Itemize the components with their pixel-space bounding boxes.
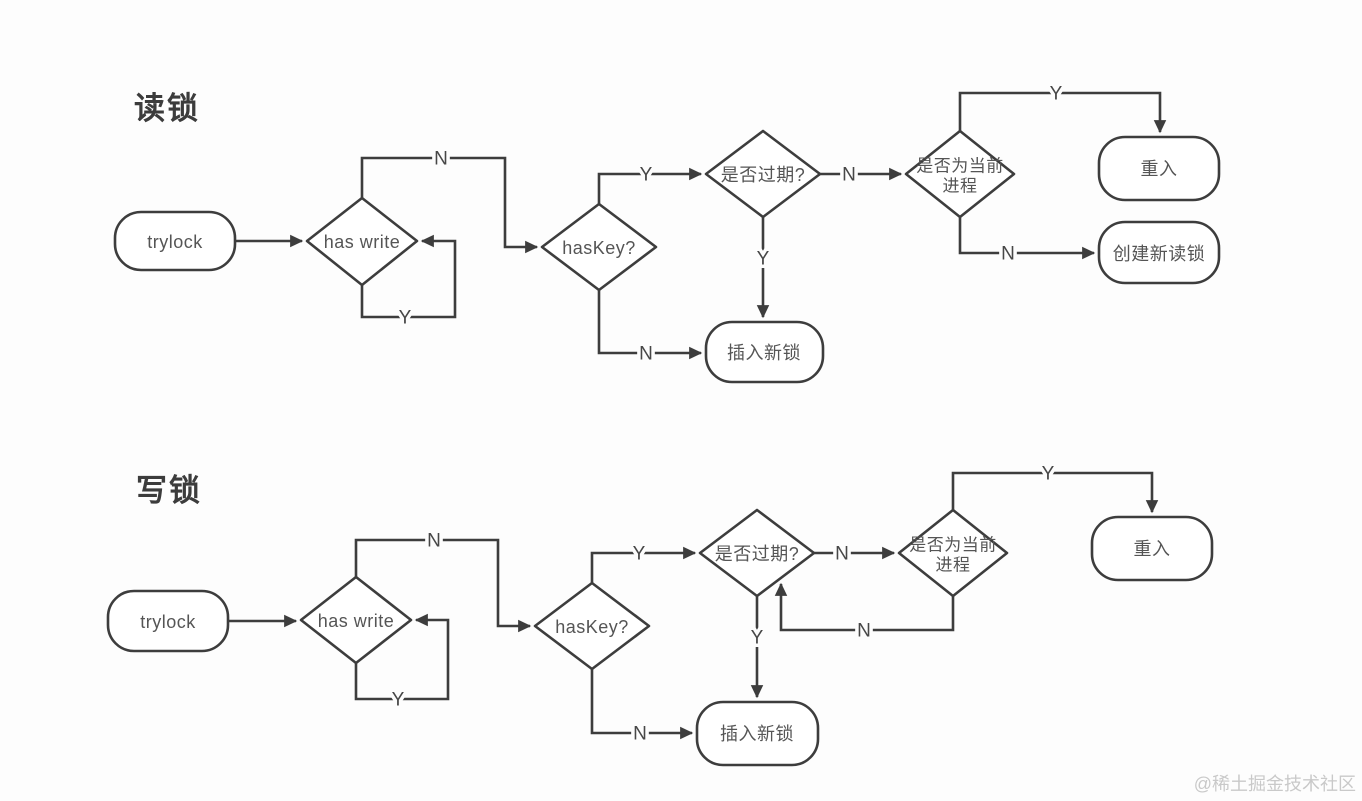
node-trylock (113, 210, 237, 272)
node-insert-new-lock (695, 700, 820, 767)
node-reenter (1090, 515, 1214, 582)
edge-current-y-to-reenter (958, 91, 1167, 134)
is-current-process-label-line1: 是否为当前 (916, 157, 1004, 176)
edge-label-expired-y: Y (757, 249, 770, 270)
edge-label-haswrite-loop-y: Y (399, 308, 412, 329)
is-current-process-label-line1: 是否为当前 (909, 536, 997, 555)
edge-label-haswrite-n: N (434, 149, 448, 170)
edge-label-expired-n: N (835, 544, 849, 565)
edge-current-y-to-reenter (951, 471, 1159, 514)
node-reenter (1097, 135, 1221, 202)
edge-haswrite-y-loop (360, 234, 457, 319)
has-write-label: has write (318, 611, 395, 631)
edge-label-current-n: N (857, 621, 871, 642)
edge-label-expired-y: Y (751, 628, 764, 649)
write-lock-flowchart: 写锁 trylock has write hasKey? 是否过期? 是否为当前… (106, 460, 1214, 767)
read-lock-flowchart: 读锁 trylock has write hasKey? 是否过期? 是否为当前… (113, 80, 1221, 384)
node-haskey-decision (533, 581, 651, 671)
create-new-read-lock-label: 创建新读锁 (1113, 244, 1206, 264)
edge-label-haswrite-loop-y: Y (392, 690, 405, 711)
insert-new-lock-label: 插入新锁 (720, 724, 794, 744)
edge-haskey-y-to-expired (597, 167, 703, 204)
edge-label-haskey-y: Y (640, 165, 653, 186)
edge-label-current-n: N (1001, 244, 1015, 265)
node-haskey-decision (540, 202, 658, 292)
edge-label-haswrite-n: N (427, 531, 441, 552)
edge-haskey-n-to-insert (597, 290, 703, 360)
edge-haswrite-y-loop (354, 613, 450, 701)
node-has-write-decision (299, 575, 413, 665)
edge-current-n-to-create (958, 217, 1096, 260)
node-insert-new-lock (704, 320, 825, 384)
node-is-current-process-decision (904, 129, 1016, 219)
node-create-new-read-lock (1097, 220, 1221, 285)
watermark-text: @稀土掘金技术社区 (1194, 774, 1356, 794)
node-trylock (106, 589, 230, 653)
reenter-label: 重入 (1134, 539, 1171, 559)
is-expired-label: 是否过期? (721, 165, 806, 185)
edge-label-expired-n: N (842, 165, 856, 186)
trylock-label: trylock (140, 612, 196, 632)
edge-label-haskey-y: Y (633, 544, 646, 565)
node-has-write-decision (305, 196, 419, 287)
edge-current-n-loop-to-expired (774, 582, 955, 632)
edge-haswrite-n-to-haskey (354, 538, 532, 633)
trylock-label: trylock (147, 232, 203, 252)
edge-haskey-n-to-insert (590, 669, 694, 740)
is-current-process-label-line2: 进程 (936, 556, 971, 575)
edge-haskey-y-to-expired (590, 546, 697, 583)
reenter-label: 重入 (1141, 159, 1178, 179)
insert-new-lock-label: 插入新锁 (727, 343, 801, 363)
edge-label-haskey-n: N (633, 724, 647, 745)
haskey-label: hasKey? (555, 617, 629, 637)
edge-haswrite-n-to-haskey (360, 156, 539, 254)
has-write-label: has write (324, 232, 401, 252)
is-expired-label: 是否过期? (715, 544, 800, 564)
write-lock-title: 写锁 (136, 473, 202, 508)
is-current-process-label-line2: 进程 (943, 177, 978, 196)
read-lock-title: 读锁 (134, 91, 200, 126)
edge-label-haskey-n: N (639, 344, 653, 365)
node-is-expired-decision (704, 129, 822, 219)
edge-label-current-y: Y (1042, 464, 1055, 485)
node-is-expired-decision (698, 508, 816, 598)
node-is-current-process-decision (897, 508, 1009, 598)
edge-label-current-y: Y (1050, 84, 1063, 105)
haskey-label: hasKey? (562, 238, 636, 258)
